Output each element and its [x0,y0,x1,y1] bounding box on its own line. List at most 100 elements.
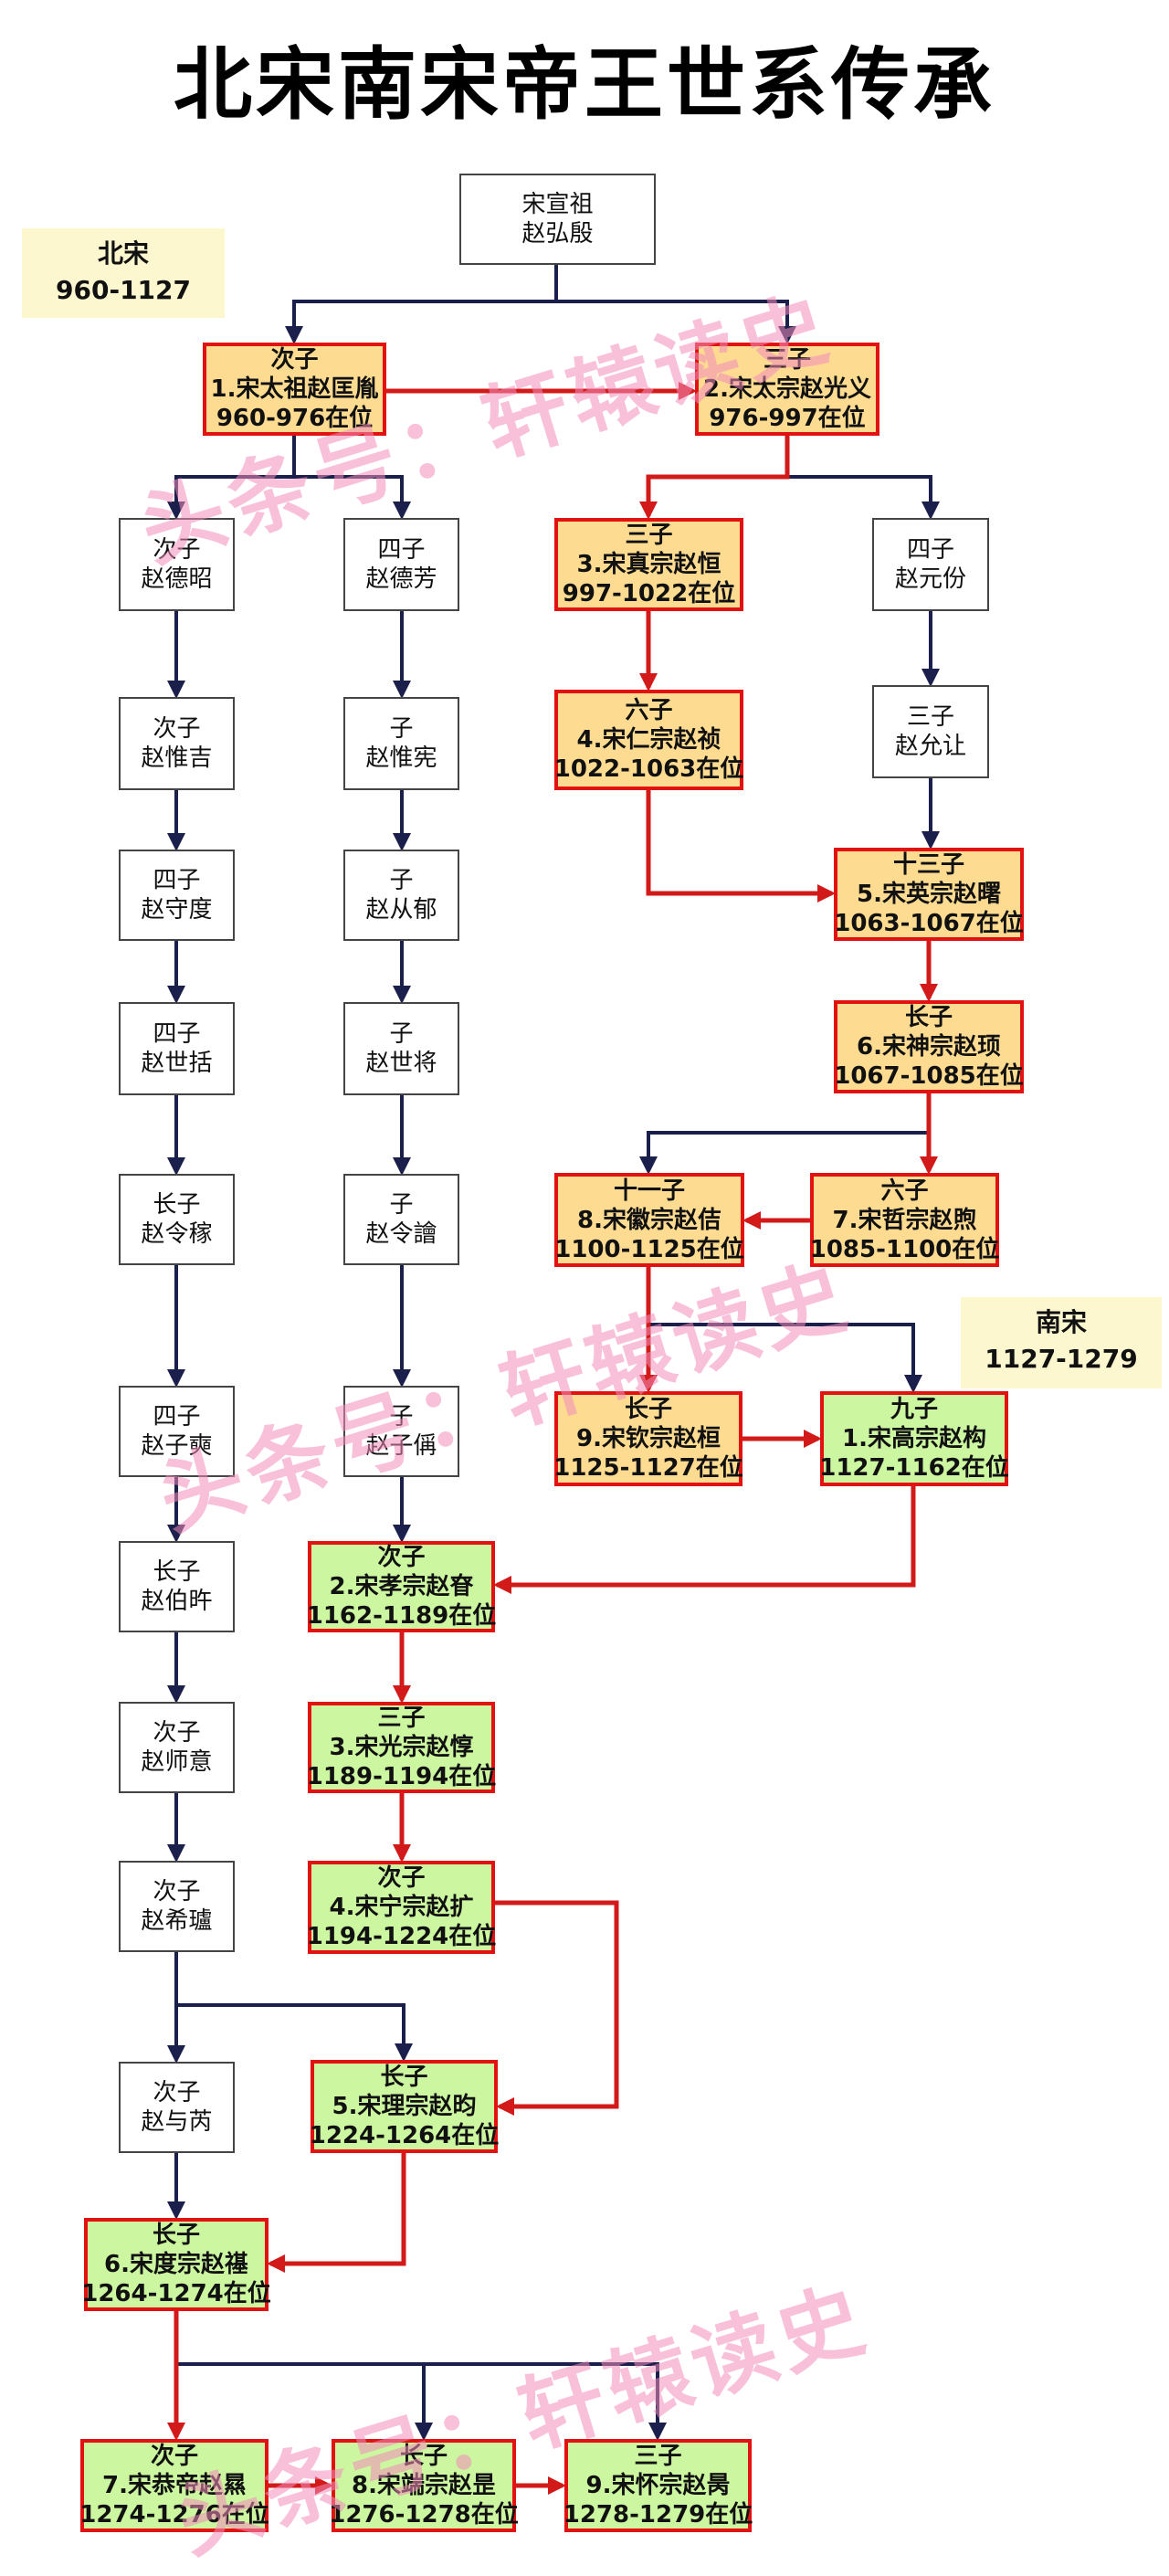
node-shoudu-line-1: 赵守度 [141,896,213,924]
node-xiaozong-line-2: 1162-1189在位 [306,1602,497,1630]
node-yunrang-line-0: 三子 [906,703,954,731]
node-defang-line-0: 四子 [377,536,426,564]
node-lingguang-line-1: 赵令譮 [365,1220,437,1248]
node-lingcheng-line-1: 赵令稼 [141,1220,213,1248]
era-south-name: 南宋 [1035,1307,1087,1337]
node-dezhao-line-1: 赵德昭 [141,565,213,593]
node-ningzong-line-1: 4.宋宁宗赵扩 [329,1894,474,1921]
edge-taizu-to-defang [294,475,411,520]
node-lingguang-line-0: 子 [389,1191,414,1219]
node-xuanzu-line-0: 宋宣祖 [521,191,594,218]
node-boju: 长子赵伯旿 [119,1541,235,1632]
node-gongdi-line-0: 次子 [150,2443,198,2470]
node-ningzong-line-2: 1194-1224在位 [306,1923,497,1950]
node-gongdi-line-1: 7.宋恭帝赵㬎 [102,2472,247,2499]
node-taizu-line-0: 次子 [270,346,319,374]
node-yingzong-line-2: 1063-1067在位 [834,910,1024,937]
node-dezhao-line-0: 次子 [153,536,201,564]
node-xuanzu: 宋宣祖赵弘殷 [459,174,656,265]
node-shenzong-line-2: 1067-1085在位 [834,1062,1024,1090]
era-label-north: 北宋 960-1127 [22,228,225,318]
node-zhezong-line-2: 1085-1100在位 [809,1235,1000,1263]
node-xiaozong-line-0: 次子 [377,1544,426,1571]
node-shijiang-line-0: 子 [389,1020,414,1048]
node-renzong-line-2: 1022-1063在位 [553,755,744,783]
era-north-name: 北宋 [97,238,149,269]
era-label-south: 南宋 1127-1279 [961,1297,1162,1388]
node-gaozong-line-2: 1127-1162在位 [819,1454,1009,1482]
node-zicheng-line-0: 子 [389,1403,414,1431]
node-yuanfen-line-1: 赵元份 [894,565,966,593]
node-shijiang-line-1: 赵世将 [365,1050,437,1077]
node-guangzong-line-0: 三子 [377,1705,426,1732]
edge-duzong-to-huaizong [424,2362,667,2441]
node-huaizong-line-1: 9.宋怀宗赵昺 [585,2472,731,2499]
edge-renzong-to-yingzong [646,790,836,903]
node-yurui-line-1: 赵与芮 [141,2108,213,2136]
node-shikuo-line-0: 四子 [153,1020,201,1048]
node-huizong-line-0: 十一子 [613,1177,685,1205]
node-congyu: 子赵从郁 [343,850,459,941]
node-zhenzong-line-0: 三子 [625,522,673,549]
node-taizong-line-0: 三子 [763,346,811,374]
node-weixian-line-0: 子 [389,715,414,743]
node-zhenzong-line-1: 3.宋真宗赵恒 [576,551,721,578]
node-shoudu-line-0: 四子 [153,867,201,894]
node-shoudu: 四子赵守度 [119,850,235,941]
node-congyu-line-0: 子 [389,867,414,894]
node-shiyi: 次子赵师意 [119,1702,235,1793]
node-gaozong-line-0: 九子 [890,1396,938,1423]
node-defang: 四子赵德芳 [343,518,459,611]
node-weixian: 子赵惟宪 [343,697,459,790]
node-congyu-line-1: 赵从郁 [365,896,437,924]
era-south-years: 1127-1279 [985,1344,1138,1374]
node-guangzong-line-1: 3.宋光宗赵惇 [329,1734,474,1761]
node-zishuang: 四子赵子奭 [119,1386,235,1477]
node-renzong-line-0: 六子 [625,697,673,724]
node-gongdi-line-2: 1274-1276在位 [79,2501,269,2528]
node-zhezong-line-1: 7.宋哲宗赵煦 [832,1206,977,1234]
node-qinzong-line-2: 1125-1127在位 [553,1454,743,1482]
node-taizong-line-1: 2.宋太宗赵光义 [703,375,871,403]
node-yunrang: 三子赵允让 [872,685,989,778]
node-dezhao: 次子赵德昭 [119,518,235,611]
edge-taizu-to-dezhao [167,436,296,520]
node-zhezong-line-0: 六子 [880,1177,929,1205]
node-qinzong-line-0: 长子 [624,1396,672,1423]
node-taizu-line-2: 960-976在位 [216,405,374,432]
node-huaizong-line-0: 三子 [634,2443,682,2470]
node-guangzong-line-2: 1189-1194在位 [306,1763,497,1790]
node-lizong-line-1: 5.宋理宗赵昀 [332,2093,477,2120]
node-boju-line-1: 赵伯旿 [141,1588,213,1615]
node-lingcheng: 长子赵令稼 [119,1174,235,1265]
node-yurui-line-0: 次子 [153,2079,201,2106]
node-zishuang-line-1: 赵子奭 [141,1432,213,1460]
node-lizong-line-0: 长子 [380,2064,428,2091]
node-huizong-line-2: 1100-1125在位 [554,1235,744,1263]
node-shenzong-line-0: 长子 [904,1004,953,1031]
node-duzong-line-1: 6.宋度宗赵禥 [104,2251,248,2278]
node-yurui: 次子赵与芮 [119,2062,235,2153]
node-zishuang-line-0: 四子 [153,1403,201,1431]
node-yuanfen-line-0: 四子 [906,536,954,564]
node-duzong-line-2: 1264-1274在位 [81,2280,271,2307]
node-xuanzu-line-1: 赵弘殷 [521,220,594,248]
node-zhenzong-line-2: 997-1022在位 [562,580,736,607]
node-lingcheng-line-0: 长子 [153,1191,201,1219]
node-yingzong-line-1: 5.宋英宗赵曙 [857,881,1001,908]
node-weiji: 次子赵惟吉 [119,697,235,790]
node-duanzong-line-2: 1276-1278在位 [329,2501,519,2528]
edge-shenzong-to-huizong [639,1131,929,1175]
